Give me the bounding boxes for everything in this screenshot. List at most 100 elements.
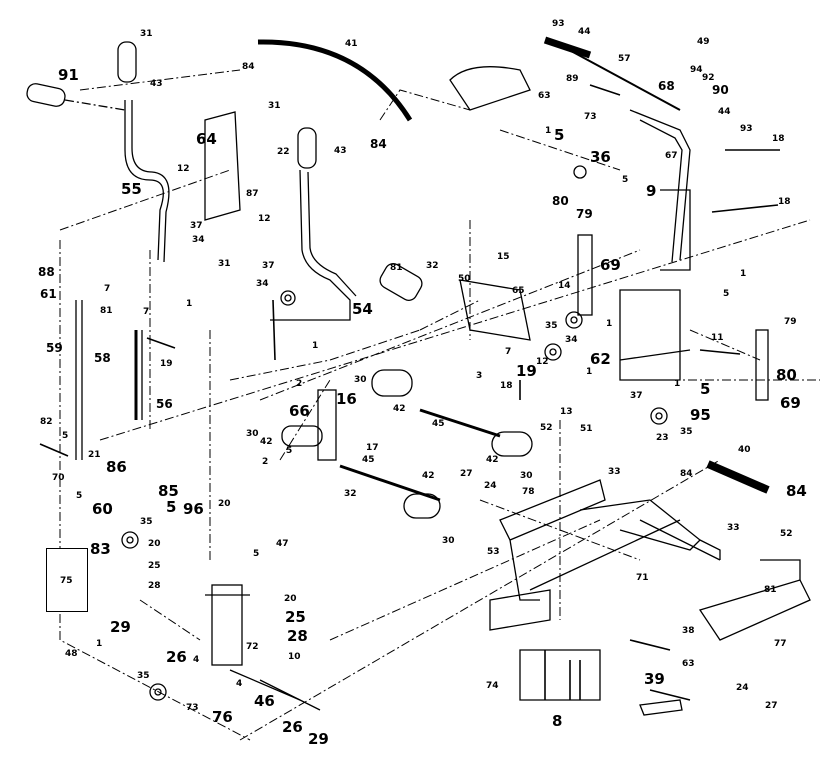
roller-pad-43b	[297, 127, 317, 169]
callout-25: 25	[148, 561, 161, 571]
callout-80: 80	[776, 366, 797, 384]
callout-12: 12	[258, 214, 271, 224]
callout-68: 68	[658, 79, 675, 93]
callout-87: 87	[246, 189, 259, 199]
assembly-guide-lines	[59, 69, 820, 741]
callout-14: 14	[558, 281, 571, 291]
callout-12: 12	[177, 164, 190, 174]
callout-26: 26	[166, 648, 187, 666]
callout-4: 4	[236, 679, 243, 689]
callout-76: 76	[212, 708, 233, 726]
pad-61	[379, 263, 423, 301]
rod-69	[577, 234, 593, 316]
instruction-card-75: 75	[46, 548, 88, 612]
callout-1: 1	[312, 341, 319, 351]
callout-84: 84	[242, 62, 255, 72]
callout-28: 28	[287, 627, 308, 645]
callout-45: 45	[432, 419, 445, 429]
callout-34: 34	[192, 235, 205, 245]
callout-70: 70	[52, 473, 65, 483]
callout-91: 91	[58, 66, 79, 84]
callout-18: 18	[778, 197, 791, 207]
callout-35: 35	[140, 517, 153, 527]
callout-42: 42	[260, 437, 273, 447]
callout-30: 30	[246, 429, 259, 439]
callout-49: 49	[697, 37, 710, 47]
callout-47: 47	[276, 539, 289, 549]
callout-81: 81	[764, 585, 777, 595]
callout-5: 5	[253, 549, 260, 559]
right-frame-67	[619, 109, 691, 381]
callout-56: 56	[156, 397, 173, 411]
curved-bar-41	[257, 39, 413, 122]
callout-33: 33	[727, 523, 740, 533]
callout-24: 24	[736, 683, 749, 693]
callout-35: 35	[545, 321, 558, 331]
callout-59: 59	[46, 341, 63, 355]
callout-11: 11	[711, 333, 724, 343]
callout-24: 24	[484, 481, 497, 491]
callout-16: 16	[336, 390, 357, 408]
callout-88: 88	[38, 265, 55, 279]
callout-26: 26	[282, 718, 303, 736]
callout-57: 57	[618, 54, 631, 64]
callout-5: 5	[554, 126, 565, 144]
callout-48: 48	[65, 649, 78, 659]
callout-63: 63	[538, 91, 551, 101]
callout-4: 4	[193, 655, 200, 665]
callout-96: 96	[183, 500, 204, 518]
callout-39: 39	[644, 670, 665, 688]
pins-and-bolts	[39, 84, 780, 701]
callout-83: 83	[90, 540, 111, 558]
roller-pad-43a	[117, 41, 137, 83]
callout-77: 77	[774, 639, 787, 649]
callout-66: 66	[289, 402, 310, 420]
callout-60: 60	[92, 500, 113, 518]
callout-35: 35	[137, 671, 150, 681]
callout-17: 17	[366, 443, 379, 453]
callout-43: 43	[334, 146, 347, 156]
callout-71: 71	[636, 573, 649, 583]
callout-30: 30	[520, 471, 533, 481]
callout-35: 35	[680, 427, 693, 437]
callout-29: 29	[110, 618, 131, 636]
callout-1: 1	[674, 379, 681, 389]
rod-69b	[755, 329, 769, 401]
callout-67: 67	[665, 151, 678, 161]
callout-21: 21	[88, 450, 101, 460]
seat-cushion-63	[449, 66, 531, 111]
callout-81: 81	[100, 306, 113, 316]
callout-10: 10	[288, 652, 301, 662]
callout-2: 2	[262, 457, 269, 467]
callout-69: 69	[780, 394, 801, 412]
callout-74: 74	[486, 681, 499, 691]
callout-92: 92	[702, 73, 715, 83]
callout-52: 52	[780, 529, 793, 539]
callout-79: 79	[784, 317, 797, 327]
callout-64: 64	[196, 130, 217, 148]
callout-42: 42	[486, 455, 499, 465]
callout-19: 19	[516, 362, 537, 380]
callout-5: 5	[622, 175, 629, 185]
bench-base	[489, 479, 811, 701]
callout-12: 12	[536, 357, 549, 367]
rollers-42	[281, 369, 533, 519]
callout-20: 20	[148, 539, 161, 549]
callout-84: 84	[680, 469, 693, 479]
callout-44: 44	[578, 27, 591, 37]
callout-94: 94	[690, 65, 703, 75]
callout-55: 55	[121, 180, 142, 198]
callout-3: 3	[476, 371, 483, 381]
callout-58: 58	[94, 351, 111, 365]
callout-23: 23	[656, 433, 669, 443]
bracket-65	[459, 279, 531, 341]
callout-61: 61	[40, 287, 57, 301]
callout-29: 29	[308, 730, 329, 748]
callout-8: 8	[552, 712, 563, 730]
callout-9: 9	[646, 182, 657, 200]
callout-13: 13	[560, 407, 573, 417]
callout-42: 42	[422, 471, 435, 481]
callout-79: 79	[576, 207, 593, 221]
callout-86: 86	[106, 458, 127, 476]
callout-43: 43	[150, 79, 163, 89]
